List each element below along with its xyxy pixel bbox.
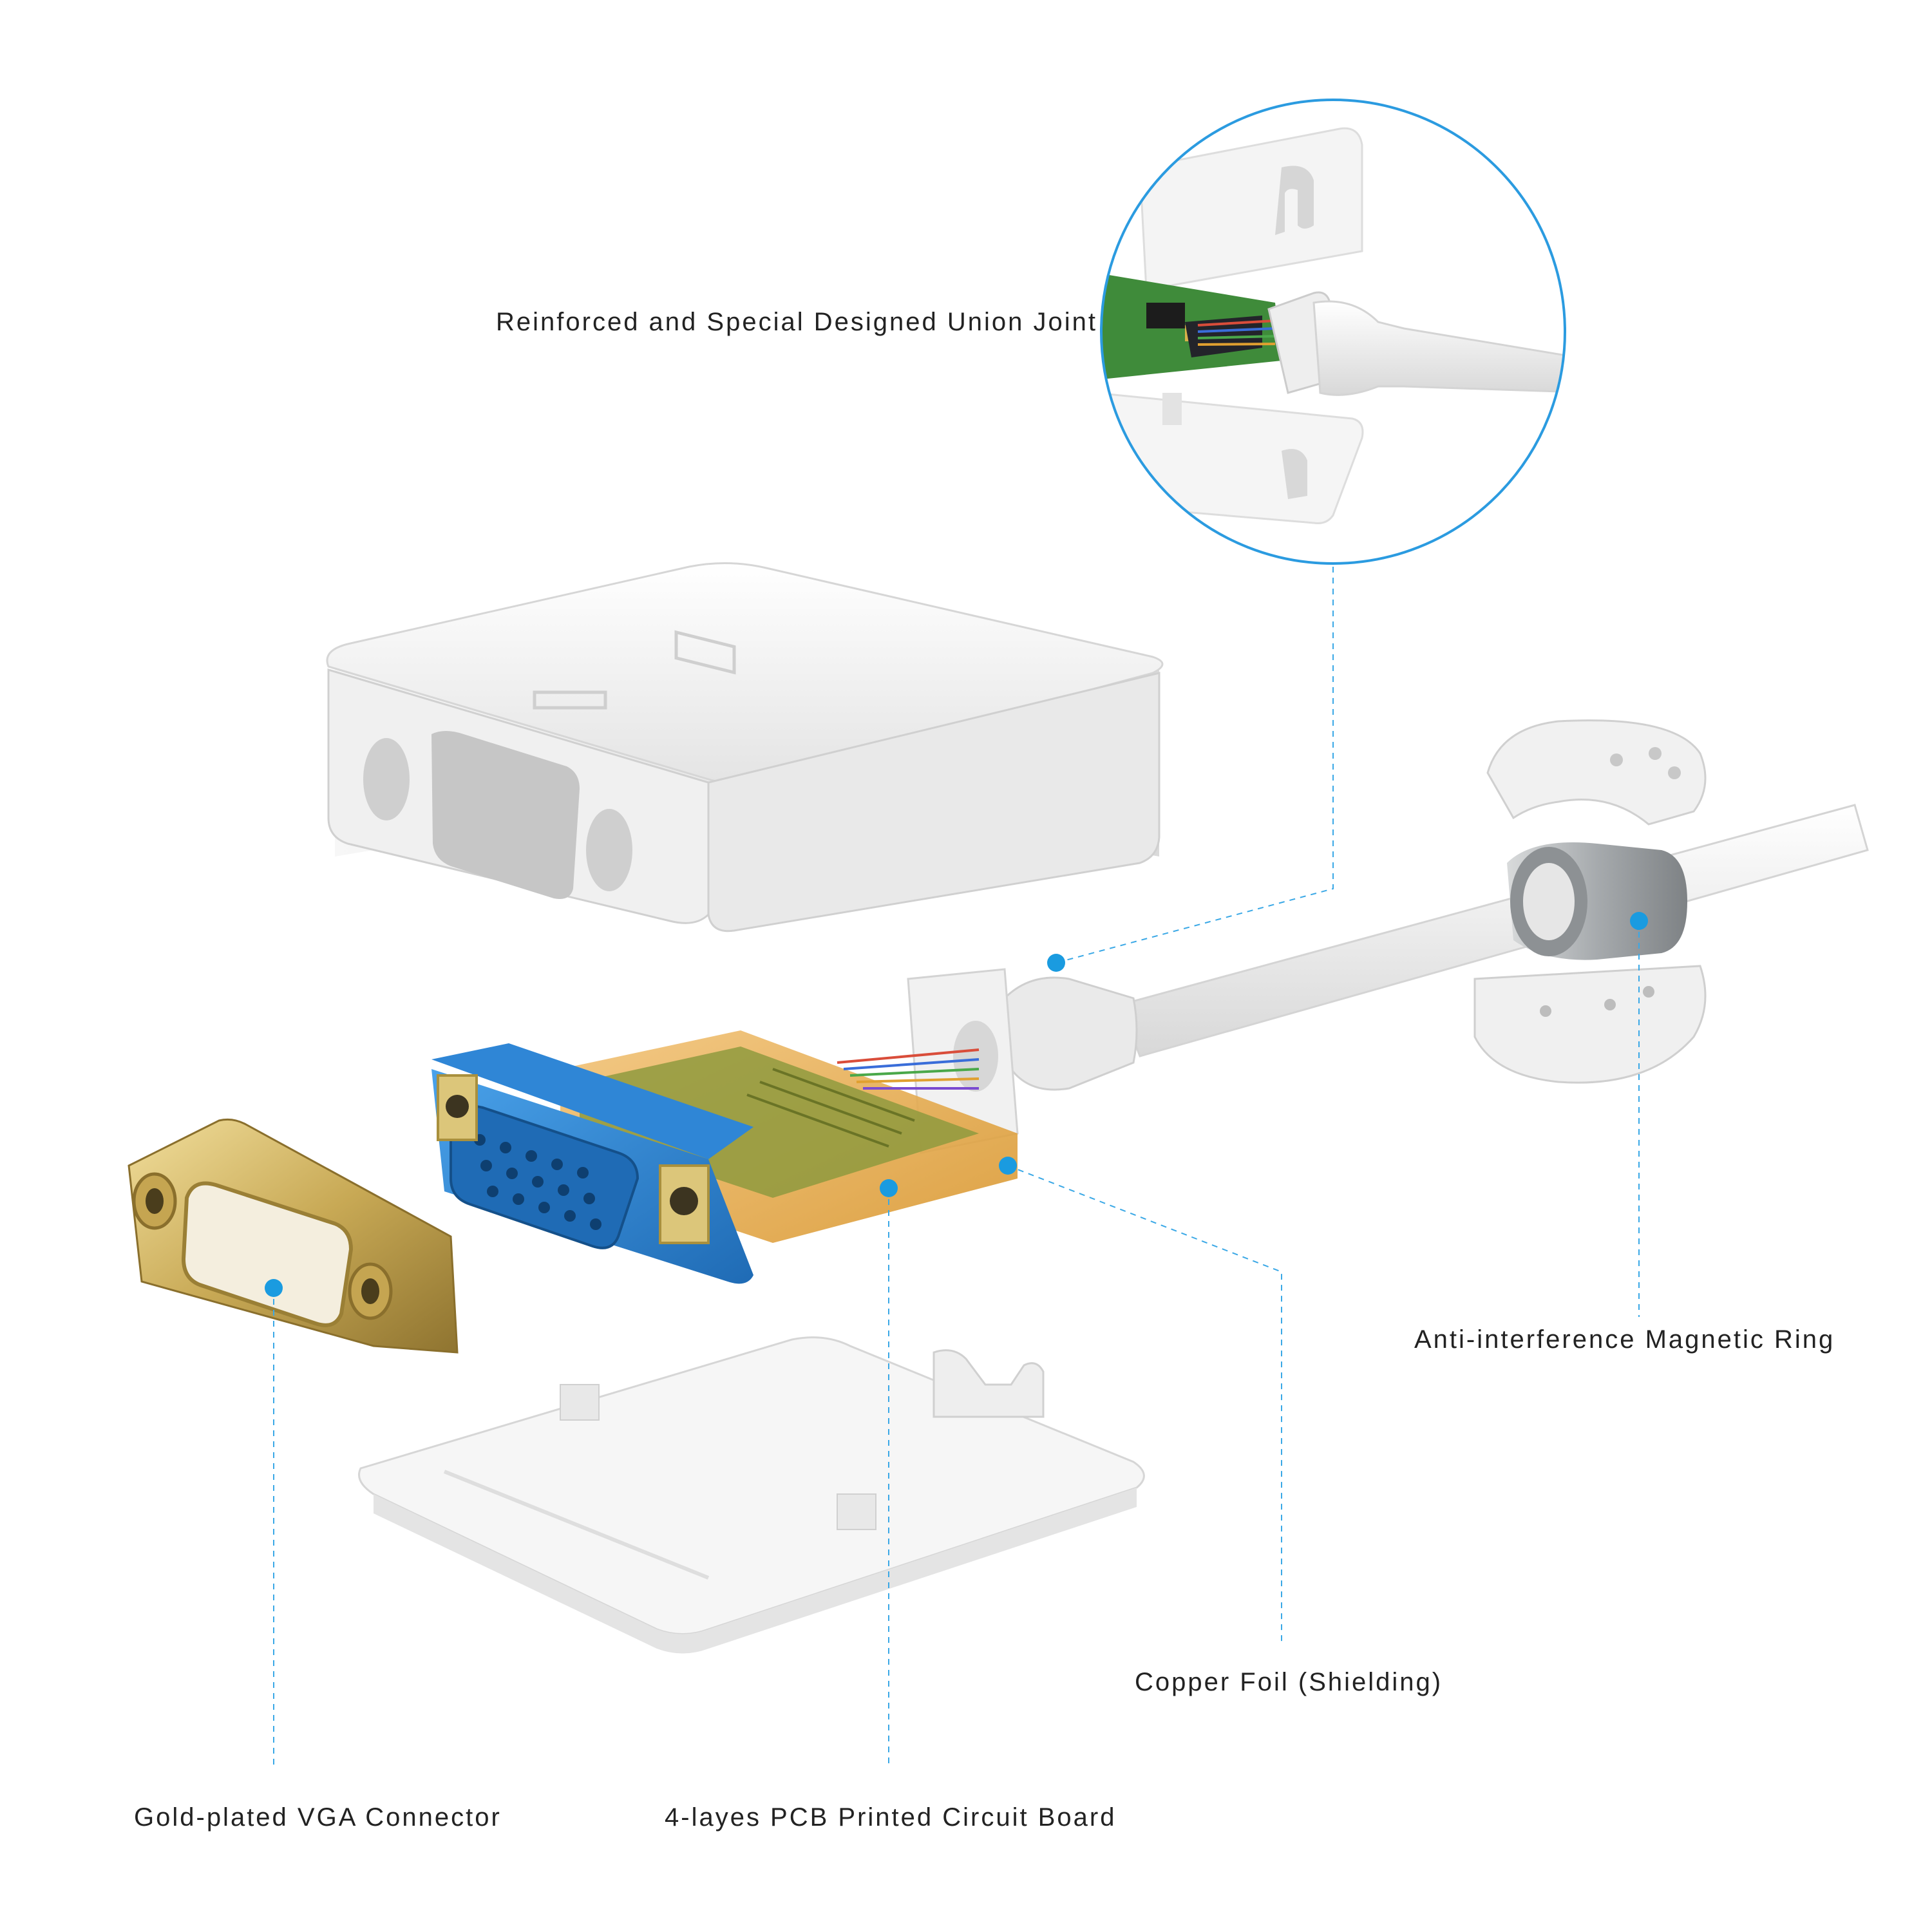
dot-vga-connector: [265, 1279, 283, 1297]
dot-union-joint: [1047, 954, 1065, 972]
callout-leaders: [273, 567, 1640, 1768]
vga-pins: [474, 1134, 601, 1230]
label-union-joint: Reinforced and Special Designed Union Jo…: [496, 308, 1097, 336]
hdmi-logo-icon: [533, 630, 736, 710]
gold-vga-shell: [128, 1118, 459, 1354]
magnetic-ring: [1473, 719, 1707, 1084]
callout-dots: [265, 912, 1648, 1297]
union-joint-detail-inset: [1100, 99, 1566, 565]
leader-union-joint: [1056, 567, 1334, 963]
blue-vga-connector: [431, 1043, 753, 1284]
top-housing: [326, 562, 1164, 933]
dot-magnetic-ring: [1630, 912, 1648, 930]
label-magnetic-ring: Anti-interference Magnetic Ring: [1414, 1325, 1835, 1354]
label-pcb: 4-layes PCB Printed Circuit Board: [665, 1803, 1117, 1832]
label-copper-foil: Copper Foil (Shielding): [1135, 1668, 1443, 1696]
label-vga-connector: Gold-plated VGA Connector: [134, 1803, 502, 1832]
bottom-cover: [358, 1336, 1145, 1654]
dot-pcb: [880, 1179, 898, 1197]
dot-copper-foil: [999, 1157, 1017, 1175]
leader-copper-foil: [1007, 1165, 1282, 1642]
